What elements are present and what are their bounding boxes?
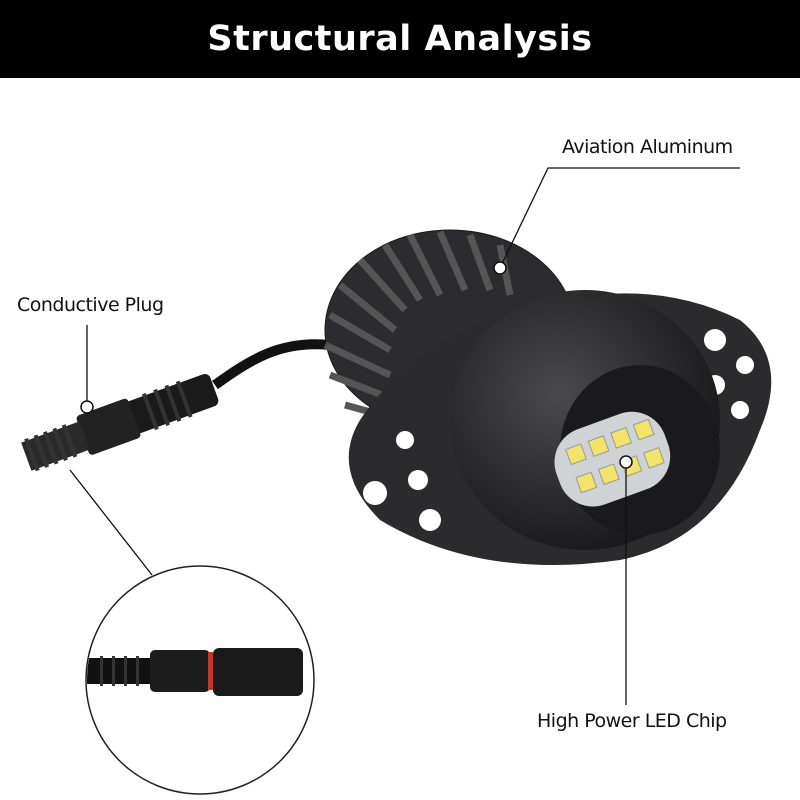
header-bar: Structural Analysis xyxy=(0,0,800,78)
page-title: Structural Analysis xyxy=(207,19,593,59)
plug-detail-zoom xyxy=(85,565,315,795)
label-aviation-aluminum: Aviation Aluminum xyxy=(562,136,733,158)
callout-lines xyxy=(69,167,740,705)
callout-dot xyxy=(619,455,633,469)
callout-dot xyxy=(493,261,507,275)
label-conductive-plug: Conductive Plug xyxy=(17,294,164,316)
callout-dot xyxy=(80,400,94,414)
cable xyxy=(212,339,331,390)
conductive-plug xyxy=(21,373,219,472)
label-led-chip: High Power LED Chip xyxy=(537,710,727,732)
led-chip-array xyxy=(554,411,671,507)
